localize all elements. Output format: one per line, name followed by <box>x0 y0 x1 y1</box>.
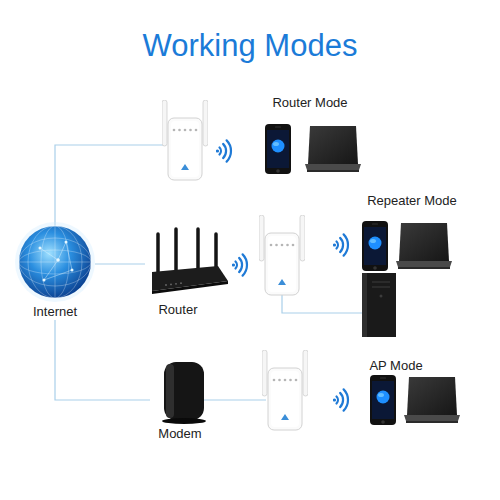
extender-device <box>162 100 208 180</box>
phone-icon <box>362 221 388 271</box>
network-cable <box>55 320 150 400</box>
wifi-signal <box>333 389 348 410</box>
device-label: Modem <box>150 426 210 442</box>
network-cable <box>95 263 145 264</box>
phone-icon <box>265 124 291 174</box>
phone-icon <box>370 375 396 425</box>
internet-globe <box>15 222 95 302</box>
cable-line <box>282 295 362 313</box>
cable-lines <box>55 145 362 400</box>
mode-label: Router Mode <box>250 95 370 111</box>
laptop-icon <box>396 223 452 269</box>
diagram-title: Working Modes <box>0 28 500 64</box>
device-label: Internet <box>15 304 95 320</box>
extender-device <box>259 215 305 295</box>
device-label: Router <box>145 302 211 318</box>
mode-label: AP Mode <box>336 358 456 374</box>
laptop-icon <box>404 377 460 423</box>
wifi-signal <box>216 140 231 161</box>
desktop-tower <box>362 273 396 337</box>
wifi-signal <box>232 254 247 275</box>
extender-device <box>262 350 308 430</box>
wifi-signal <box>333 234 348 255</box>
modem-node: Modem <box>150 360 210 442</box>
router-node: Router <box>145 224 211 318</box>
internet-node: Internet <box>15 224 95 320</box>
mode-label: Repeater Mode <box>352 193 472 209</box>
modem-device <box>162 362 206 424</box>
cable-line <box>204 399 266 400</box>
router-device <box>152 229 228 294</box>
laptop-icon <box>305 126 361 172</box>
